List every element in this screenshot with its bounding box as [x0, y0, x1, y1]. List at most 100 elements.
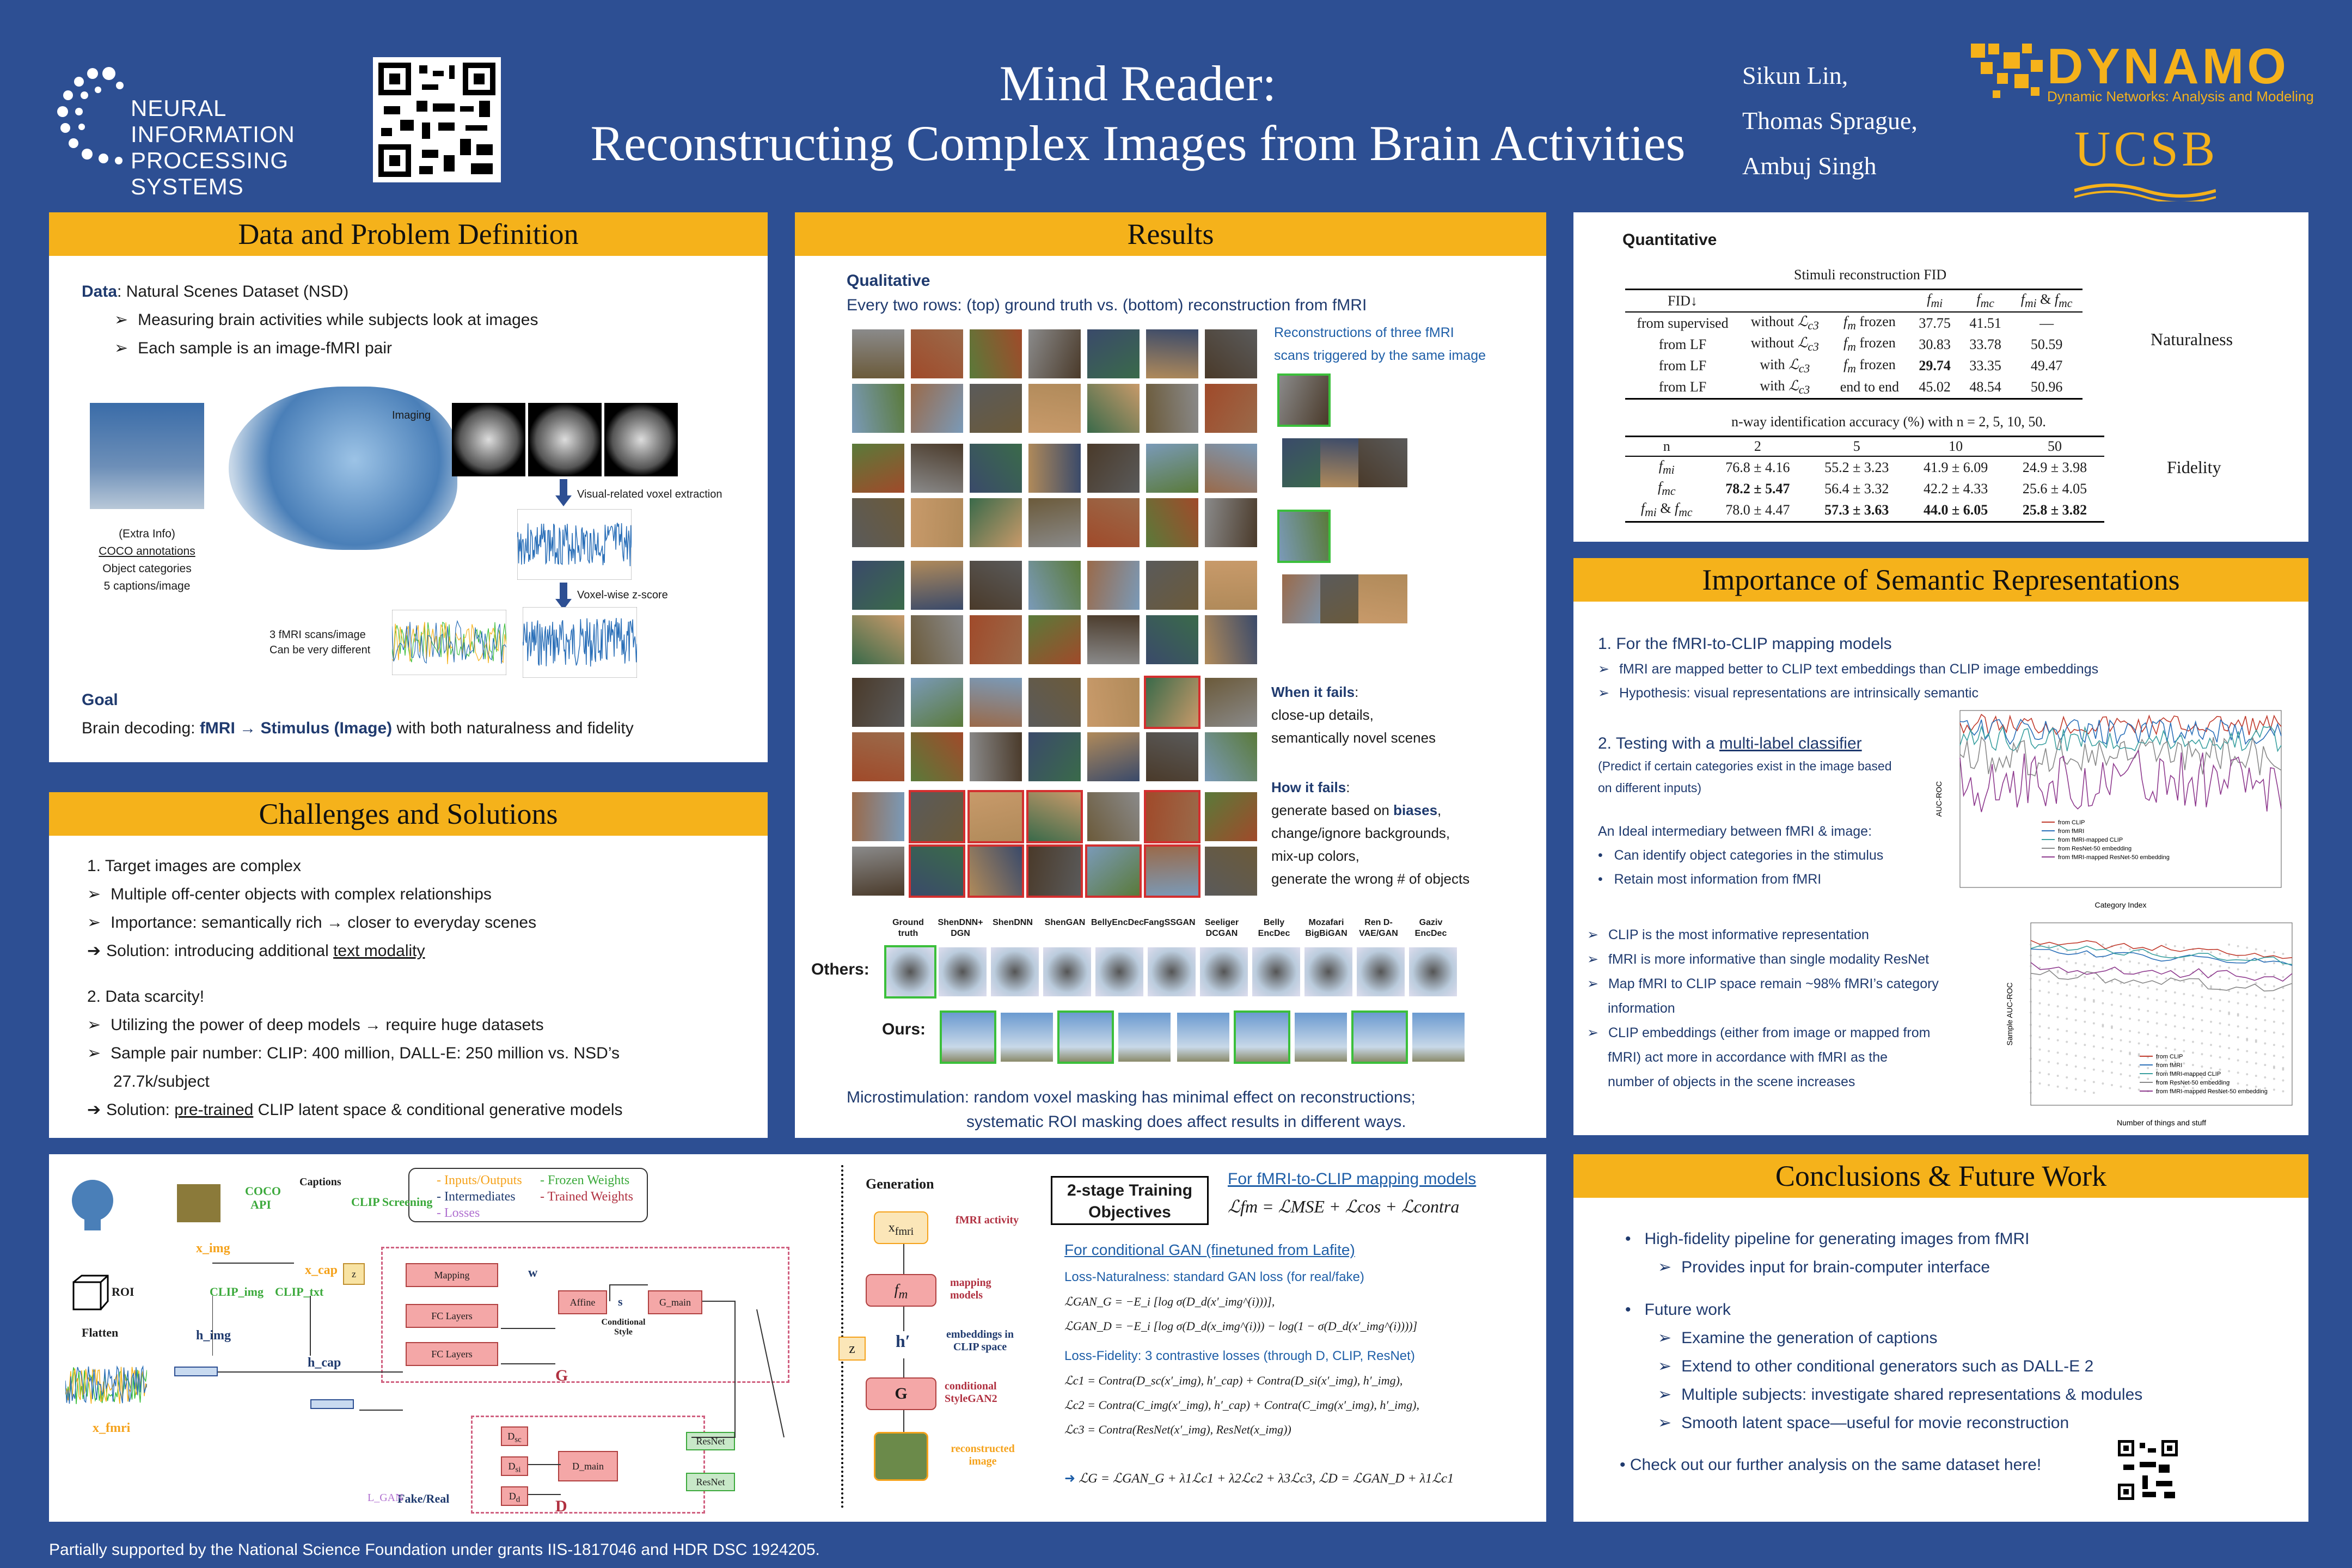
series-line [2030, 940, 2293, 959]
qr-code-bottom[interactable] [2118, 1440, 2178, 1500]
scatter-point [2228, 1013, 2231, 1015]
scatter-point [2237, 1048, 2239, 1051]
scatter-point [2228, 1034, 2231, 1037]
legend-entry: from ResNet-50 embedding [2058, 846, 2132, 852]
scatter-point [2282, 1056, 2284, 1058]
scatter-point [2092, 1022, 2095, 1025]
panel-heading: Results [795, 212, 1546, 256]
scatter-point [2219, 1009, 2221, 1012]
scatter-point [2237, 1036, 2239, 1039]
scatter-point [2165, 977, 2167, 980]
thumbnail-image [852, 444, 904, 493]
qr-code-top[interactable] [373, 57, 501, 182]
scatter-point [2038, 1025, 2041, 1028]
scatter-point [2282, 953, 2284, 955]
legend-entry: from fMRI [2156, 1062, 2182, 1069]
scatter-point [2120, 1085, 2122, 1088]
thumbnail-image [1146, 444, 1198, 493]
scatter-point [2030, 1092, 2032, 1094]
others-label: Others: [811, 960, 869, 978]
thumbnail-image [1087, 792, 1140, 841]
qualitative-desc: Every two rows: (top) ground truth vs. (… [847, 296, 1367, 314]
scatter-point [2273, 985, 2275, 988]
scatter-point [2228, 1081, 2231, 1083]
author-3: Ambuj Singh [1742, 152, 1877, 180]
thumbnail-image [1146, 615, 1198, 664]
scatter-point [2030, 965, 2032, 967]
scatter-point [2282, 1068, 2284, 1071]
scatter-point [2237, 1002, 2239, 1004]
scatter-point [2264, 1053, 2267, 1056]
resnet-block-2: ResNet [686, 1473, 735, 1491]
semantic-conclusion-bullet: information [1608, 1001, 1675, 1016]
neurips-swirl-icon [57, 67, 124, 164]
scatter-point [2219, 1033, 2221, 1036]
legend-entry: from fMRI-mapped ResNet-50 embedding [2058, 854, 2170, 861]
legend-entry: from CLIP [2058, 819, 2085, 826]
loss-c1-eq: ℒc1 = Contra(D_sc(x′_img), h′_cap) + Con… [1064, 1374, 1403, 1387]
scatter-point [2092, 1045, 2095, 1048]
conclusion-link[interactable]: • Check out our further analysis on the … [1620, 1456, 2042, 1474]
comparison-others-thumb [991, 947, 1039, 996]
scatter-point [2030, 1046, 2032, 1049]
final-loss-eq: ➜ ℒG = ℒGAN_G + λ1ℒc1 + λ2ℒc2 + λ3ℒc3, ℒ… [1064, 1472, 1454, 1486]
comparison-ours-thumb [1351, 1010, 1408, 1064]
scatter-point [2228, 1070, 2231, 1073]
scatter-point [2219, 1056, 2221, 1058]
comparison-others-thumb [1095, 947, 1143, 996]
semantic-item2-note: (Predict if certain categories exist in … [1598, 759, 1892, 795]
scatter-point [2210, 1044, 2213, 1046]
scatter-point [2030, 954, 2032, 957]
scatter-point [2120, 959, 2122, 961]
thumbnail-image [1087, 561, 1140, 610]
scatter-point [2173, 1025, 2176, 1028]
scatter-point [2191, 1005, 2194, 1008]
scatter-point [2155, 988, 2158, 991]
semantic-conclusion-bullet: fMRI is more informative than single mod… [1587, 947, 1929, 971]
scatter-point [2201, 996, 2203, 999]
panel-data-problem: Data and Problem Definition Data: Natura… [49, 212, 768, 762]
scatter-point [2048, 1061, 2050, 1063]
scatter-point [2173, 1071, 2176, 1074]
scatter-point [2147, 1020, 2149, 1023]
scatter-point [2056, 1074, 2059, 1077]
scatter-point [2201, 1053, 2203, 1056]
scatter-point [2210, 1031, 2213, 1034]
scatter-point [2038, 1082, 2041, 1085]
thumbnail-image [911, 498, 963, 547]
thumbnail-image [911, 615, 963, 664]
method-label: ShenDNN [993, 918, 1033, 927]
legend-entry: from fMRI [2058, 828, 2084, 835]
scatter-point [2048, 1014, 2050, 1017]
semantic-conclusion-bullet: Map fMRI to CLIP space remain ~98% fMRI’… [1587, 972, 1939, 996]
thumbnail-image [970, 384, 1022, 433]
conclusion-1: • High-fidelity pipeline for generating … [1625, 1230, 2030, 1248]
challenge-1-bullet-1: Multiple off-center objects with complex… [87, 880, 492, 909]
series-line [1959, 736, 2282, 777]
loss-c2-eq: ℒc2 = Contra(C_img(x′_img), h′_cap) + Co… [1064, 1398, 1419, 1412]
thumbnail-image [1205, 847, 1257, 896]
thumbnail-image [970, 498, 1022, 547]
scatter-point [2191, 1074, 2194, 1077]
scatter-point [2282, 1009, 2284, 1012]
scatter-point [2129, 1064, 2132, 1067]
scatter-point [2092, 965, 2095, 967]
scatter-point [2273, 1088, 2275, 1091]
scatter-point [2246, 1003, 2249, 1006]
scatter-point [2155, 976, 2158, 978]
thumbnail-image [1205, 498, 1257, 547]
scatter-point [2264, 1042, 2267, 1045]
future-1: Examine the generation of captions [1658, 1324, 1937, 1352]
thumbnail-image [909, 790, 965, 843]
scatter-point [2273, 1044, 2275, 1046]
table1-caption: Stimuli reconstruction FID [1794, 267, 1947, 283]
scatter-point [2246, 1061, 2249, 1063]
thumbnail-image [1026, 844, 1083, 898]
scatter-point [2066, 1007, 2068, 1009]
qr-code-icon [378, 63, 495, 177]
resnet-block-1: ResNet [686, 1432, 735, 1450]
scatter-point [2092, 1092, 2095, 1094]
scatter-point [2165, 1059, 2167, 1062]
